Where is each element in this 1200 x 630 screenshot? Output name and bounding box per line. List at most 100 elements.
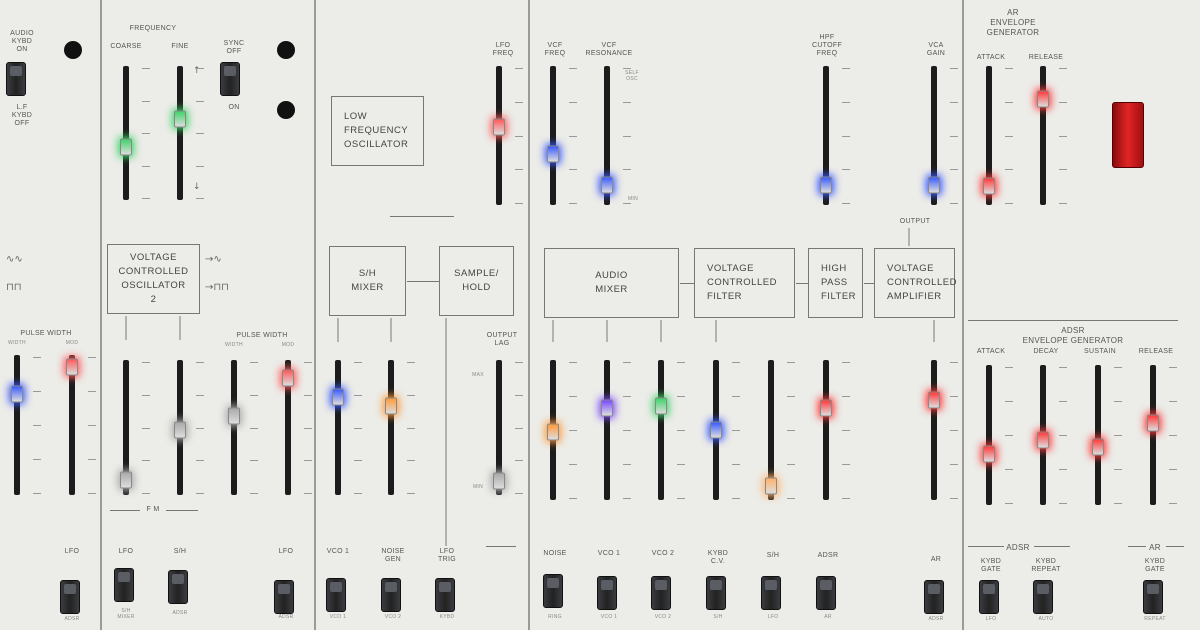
- slider-knob-vcf-kybd[interactable]: [710, 421, 722, 439]
- slider-track-pw2-width[interactable]: [231, 360, 237, 495]
- fm-label: F M: [146, 506, 160, 513]
- slider-track-vca-gain[interactable]: [931, 66, 937, 205]
- sh-adsr-switch[interactable]: [168, 570, 188, 604]
- lfo-trig-switch[interactable]: [435, 578, 455, 612]
- slider-knob-lfo-freq[interactable]: [493, 118, 505, 136]
- slider-knob-mix-vco2[interactable]: [655, 397, 667, 415]
- noise-ring-switch[interactable]: [543, 574, 563, 608]
- scale-mark: [304, 427, 312, 429]
- jack-hole: [277, 101, 295, 119]
- slider-track-coarse[interactable]: [123, 66, 129, 200]
- slider-track-vcf-resonance[interactable]: [604, 66, 610, 205]
- slider-track-vcf-adsr[interactable]: [823, 360, 829, 500]
- slider-track-vca-ar[interactable]: [931, 360, 937, 500]
- ar-vca-switch[interactable]: [924, 580, 944, 614]
- slider-knob-pw-mod[interactable]: [66, 358, 78, 376]
- slider-knob-ar-release[interactable]: [1037, 90, 1049, 108]
- slider-track-sh-noise[interactable]: [388, 360, 394, 495]
- slider-knob-mix-vco1[interactable]: [601, 399, 613, 417]
- slider-track-adsr-sustain[interactable]: [1095, 365, 1101, 505]
- kybd-mode-switch[interactable]: [6, 62, 26, 96]
- signal-line: [660, 320, 662, 342]
- ar-kybd-gate-switch[interactable]: [1143, 580, 1163, 614]
- scale-mark: [950, 135, 958, 137]
- lfo-adsr-switch[interactable]: [60, 580, 80, 614]
- slider-knob-mix-noise[interactable]: [547, 423, 559, 441]
- noise-gen-switch[interactable]: [381, 578, 401, 612]
- slider-knob-pw2-width[interactable]: [228, 407, 240, 425]
- switch-bottom-label: KYBD: [439, 614, 455, 620]
- slider-knob-adsr-release[interactable]: [1147, 414, 1159, 432]
- slider-knob-pw2-mod[interactable]: [282, 369, 294, 387]
- slider-knob-adsr-sustain[interactable]: [1092, 438, 1104, 456]
- scale-mark: [1169, 503, 1177, 504]
- slider-track-pw-width[interactable]: [14, 355, 20, 495]
- slider-knob-fm-1[interactable]: [120, 471, 132, 489]
- hpf-module: HIGH PASS FILTER: [808, 248, 863, 318]
- slider-track-adsr-attack[interactable]: [986, 365, 992, 505]
- slider-knob-vca-ar[interactable]: [928, 391, 940, 409]
- adsr-vcf-switch[interactable]: [816, 576, 836, 610]
- slider-knob-output-lag[interactable]: [493, 472, 505, 490]
- slider-track-lfo-freq[interactable]: [496, 66, 502, 205]
- slider-knob-sh-noise[interactable]: [385, 397, 397, 415]
- scale-mark: [250, 394, 258, 396]
- slider-knob-pw-width[interactable]: [11, 385, 23, 403]
- slider-track-mix-vco1[interactable]: [604, 360, 610, 500]
- kybd-cv-switch[interactable]: [706, 576, 726, 610]
- vco2-mix-switch[interactable]: [651, 576, 671, 610]
- vcf-resonance-label: VCF RESONANCE: [585, 42, 633, 57]
- slider-track-ar-attack[interactable]: [986, 66, 992, 205]
- slider-knob-vcf-sh[interactable]: [765, 477, 777, 495]
- sync-switch[interactable]: [220, 62, 240, 96]
- slider-knob-vcf-adsr[interactable]: [820, 399, 832, 417]
- scale-mark: [950, 396, 958, 397]
- lfo-pw-switch[interactable]: [274, 580, 294, 614]
- slider-track-vcf-freq[interactable]: [550, 66, 556, 205]
- power-switch[interactable]: [1112, 102, 1144, 168]
- slider-knob-adsr-decay[interactable]: [1037, 431, 1049, 449]
- slider-track-fm-1[interactable]: [123, 360, 129, 495]
- slider-knob-fm-2[interactable]: [174, 421, 186, 439]
- sync-on-label: ON: [228, 104, 240, 111]
- vco1-sh-switch[interactable]: [326, 578, 346, 612]
- scale-mark: [1114, 367, 1122, 368]
- slider-knob-vcf-freq[interactable]: [547, 145, 559, 163]
- scale-mark: [142, 165, 150, 167]
- slider-track-hpf-cutoff[interactable]: [823, 66, 829, 205]
- slider-track-adsr-release[interactable]: [1150, 365, 1156, 505]
- slider-track-sh-vco1[interactable]: [335, 360, 341, 495]
- pulse-width-label: PULSE WIDTH: [20, 330, 72, 337]
- slider-track-output-lag[interactable]: [496, 360, 502, 495]
- slider-track-ar-release[interactable]: [1040, 66, 1046, 205]
- slider-knob-adsr-attack[interactable]: [983, 445, 995, 463]
- slider-knob-hpf-cutoff[interactable]: [820, 176, 832, 194]
- output-label: OUTPUT: [899, 218, 931, 225]
- switch-bottom-label: VCO 2: [384, 614, 402, 620]
- scale-mark: [515, 68, 523, 69]
- slider-knob-vcf-resonance[interactable]: [601, 176, 613, 194]
- scale-mark: [515, 493, 523, 494]
- slider-knob-coarse[interactable]: [120, 138, 132, 156]
- switch-label: LFO: [64, 548, 80, 555]
- kybd-repeat-switch[interactable]: [1033, 580, 1053, 614]
- scale-mark: [623, 68, 631, 69]
- vco1-mix-switch[interactable]: [597, 576, 617, 610]
- slider-knob-ar-attack[interactable]: [983, 177, 995, 195]
- sh-vcf-switch[interactable]: [761, 576, 781, 610]
- slider-knob-vca-gain[interactable]: [928, 176, 940, 194]
- slider-track-fine[interactable]: [177, 66, 183, 200]
- slider-track-vcf-sh[interactable]: [768, 360, 774, 500]
- scale-mark: [142, 198, 150, 199]
- slider-track-mix-vco2[interactable]: [658, 360, 664, 500]
- lfo-sh-mixer-switch[interactable]: [114, 568, 134, 602]
- switch-label: KYBD REPEAT: [1031, 558, 1061, 573]
- kybd-gate-switch[interactable]: [979, 580, 999, 614]
- slider-knob-sh-vco1[interactable]: [332, 388, 344, 406]
- slider-knob-fine[interactable]: [174, 110, 186, 128]
- slider-track-pw2-mod[interactable]: [285, 360, 291, 495]
- scale-mark: [33, 459, 41, 460]
- scale-mark: [787, 498, 795, 499]
- scale-mark: [732, 396, 740, 397]
- slider-track-pw-mod[interactable]: [69, 355, 75, 495]
